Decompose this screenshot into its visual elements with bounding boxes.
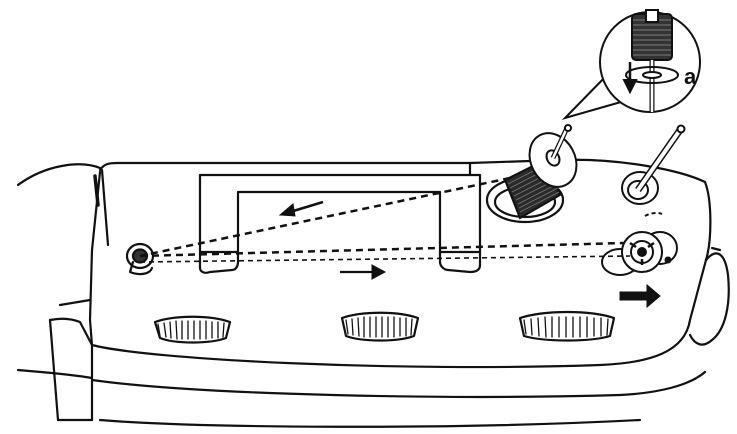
callout-label-a: a (684, 64, 697, 89)
carry-handle (198, 173, 482, 274)
thread-spool-icon (503, 124, 578, 220)
thread-guide-icon (125, 242, 155, 276)
callout-zoom-bubble (561, 9, 701, 120)
stitch-dial-left (153, 315, 232, 344)
machine-body (16, 158, 730, 428)
callout-spool-closeup (631, 9, 673, 112)
direction-arrow-icon (278, 200, 661, 309)
stitch-dial-right (518, 310, 616, 342)
spool-pin-icon (621, 124, 686, 205)
down-arrow-icon (622, 62, 638, 95)
stitch-dial-middle (340, 311, 420, 342)
thread-path (139, 176, 631, 263)
